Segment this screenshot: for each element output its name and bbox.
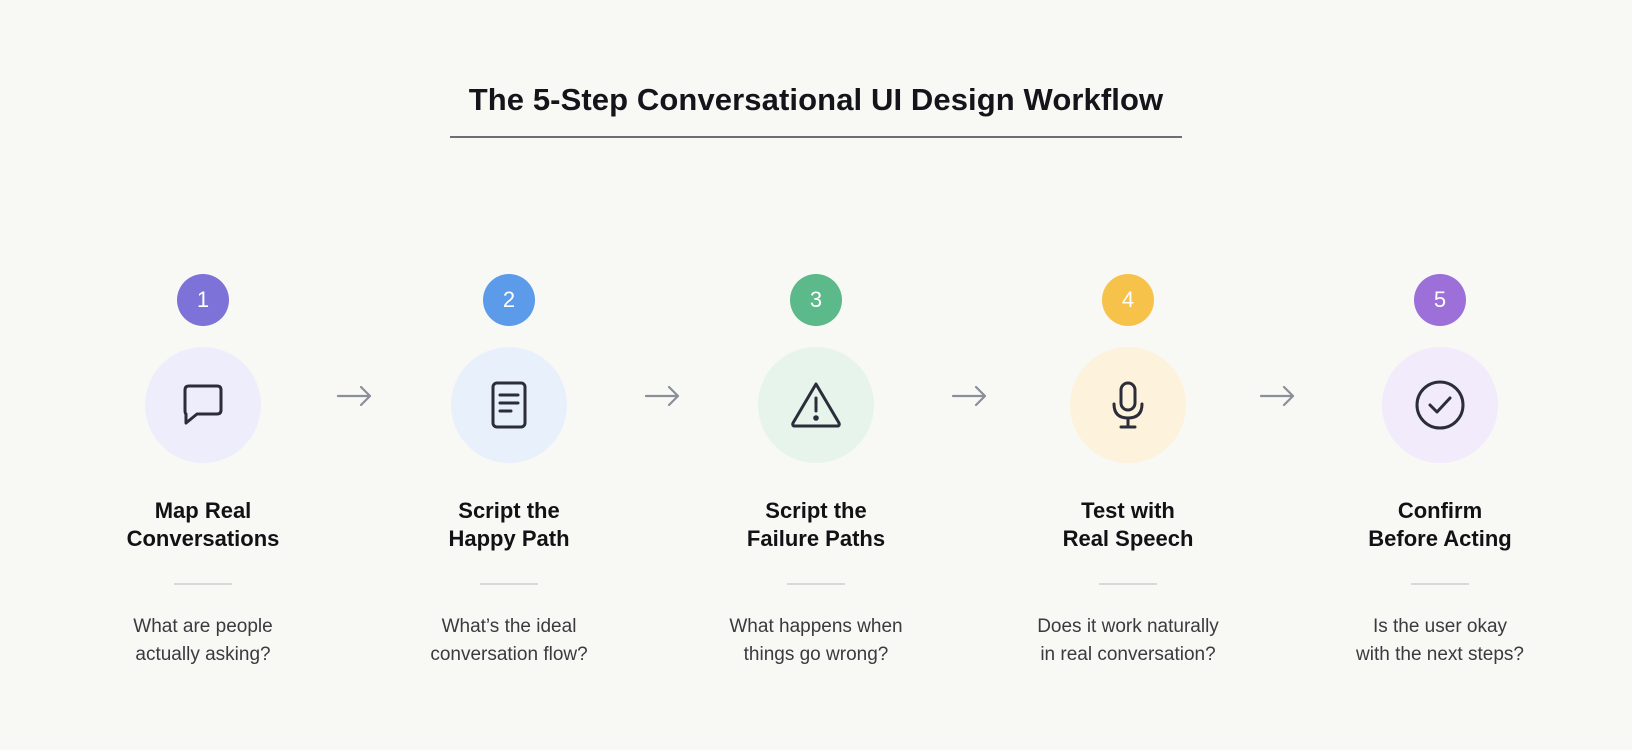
step-divider <box>480 583 538 585</box>
step-title: Map Real Conversations <box>126 498 280 551</box>
icon-circle <box>451 347 567 463</box>
arrow-right-icon <box>1258 383 1298 409</box>
step-title: Script the Failure Paths <box>746 498 886 551</box>
arrow-right-icon <box>643 383 683 409</box>
step-description: What’s the ideal conversation flow? <box>430 616 588 665</box>
step-description: Is the user okay with the next steps? <box>1356 616 1524 665</box>
icon-circle <box>1070 347 1186 463</box>
page-title: The 5-Step Conversational UI Design Work… <box>468 82 1164 117</box>
arrow-right-icon <box>950 383 990 409</box>
check-circle-icon <box>1415 380 1465 430</box>
icon-circle <box>145 347 261 463</box>
step-number-badge: 4 <box>1102 274 1154 326</box>
icon-circle <box>1382 347 1498 463</box>
step-description: What happens when things go wrong? <box>729 616 903 665</box>
step-description: Does it work naturally in real conversat… <box>1037 616 1219 665</box>
step-title: Test with Real Speech <box>1062 498 1194 551</box>
step-divider <box>174 583 232 585</box>
microphone-icon <box>1112 381 1144 429</box>
step-description: What are people actually asking? <box>133 616 273 665</box>
step-number-badge: 1 <box>177 274 229 326</box>
step-title: Confirm Before Acting <box>1368 498 1512 551</box>
document-icon <box>491 381 527 429</box>
step-title: Script the Happy Path <box>448 498 570 551</box>
step-number-badge: 3 <box>790 274 842 326</box>
step-divider <box>787 583 845 585</box>
step-number-badge: 5 <box>1414 274 1466 326</box>
title-underline <box>450 136 1182 138</box>
step-divider <box>1099 583 1157 585</box>
warning-icon <box>791 382 841 428</box>
step-number-badge: 2 <box>483 274 535 326</box>
step-divider <box>1411 583 1469 585</box>
chat-bubble-icon <box>183 384 223 425</box>
arrow-right-icon <box>335 383 375 409</box>
icon-circle <box>758 347 874 463</box>
